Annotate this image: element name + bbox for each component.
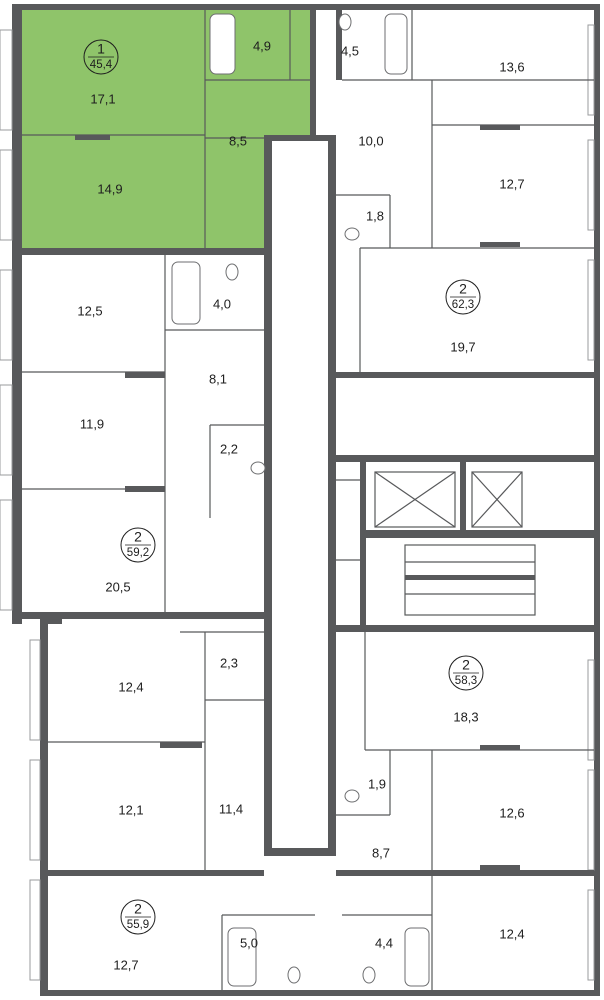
room-area-label: 4,9: [253, 38, 271, 53]
partitions: [22, 10, 594, 990]
apartment-total-area: 62,3: [452, 299, 474, 311]
apartment-total-area: 58,3: [455, 675, 477, 687]
apartment-badge[interactable]: 258,3: [448, 655, 484, 691]
apartment-total-area: 45,4: [90, 59, 113, 71]
toilet: [344, 227, 360, 241]
apartment-room-count: 2: [134, 529, 142, 545]
room-area-label: 12,1: [118, 802, 143, 817]
elevator-core: [374, 471, 536, 616]
room-area-label: 12,6: [499, 805, 524, 820]
room-labels: 17,1 4,9 8,5 14,9 4,5 13,6 10,0 12,7 1,8 19,7 12,5…: [77, 38, 524, 972]
room-area-label: 17,1: [90, 91, 115, 106]
toilet: [250, 461, 266, 475]
room-area-label: 8,5: [229, 133, 247, 148]
bathtub: [404, 927, 430, 987]
apartment-room-count: 2: [134, 901, 142, 917]
room-area-label: 12,7: [499, 176, 524, 191]
room-area-label: 11,9: [80, 416, 104, 431]
room-area-label: 20,5: [105, 579, 130, 594]
room-area-label: 8,7: [372, 845, 390, 860]
room-area-label: 4,4: [375, 935, 393, 950]
apartment-total-area: 59,2: [127, 547, 149, 559]
room-area-label: 19,7: [450, 339, 475, 354]
toilet: [362, 966, 376, 984]
room-area-label: 1,8: [366, 208, 384, 223]
room-area-label: 1,9: [368, 776, 386, 791]
room-area-label: 12,7: [113, 957, 138, 972]
fixtures: [171, 13, 430, 987]
toilet: [338, 13, 352, 31]
interior-walls: [12, 10, 594, 876]
badge-circle: [120, 899, 156, 935]
apartment-badge[interactable]: 255,9: [120, 899, 156, 935]
room-area-label: 4,0: [213, 296, 231, 311]
room-area-label: 12,4: [118, 679, 143, 694]
bathtub: [171, 261, 201, 325]
room-area-label: 11,4: [219, 801, 243, 816]
apartment-total-area: 55,9: [127, 919, 149, 931]
room-area-label: 2,3: [220, 655, 238, 670]
toilet: [225, 263, 239, 281]
toilet: [344, 789, 360, 803]
bathtub: [209, 13, 236, 75]
room-area-label: 2,2: [220, 441, 238, 456]
badge-circle: [448, 655, 484, 691]
room-area-label: 10,0: [358, 133, 383, 148]
apartment-room-count: 2: [459, 281, 467, 297]
room-area-label: 12,5: [77, 303, 102, 318]
badge-circle: [83, 39, 119, 75]
apartment-room-count: 1: [97, 41, 105, 57]
room-area-label: 5,0: [240, 935, 258, 950]
bathtub: [227, 927, 257, 987]
badge-circle: [445, 279, 481, 315]
room-area-label: 14,9: [97, 181, 122, 196]
toilet: [287, 966, 301, 984]
outer-walls: [12, 4, 600, 996]
windows: [0, 24, 595, 981]
elevator-1: [374, 471, 456, 528]
highlight-area: [22, 10, 310, 248]
room-area-label: 18,3: [453, 709, 478, 724]
room-area-label: 8,1: [209, 371, 227, 386]
apartment-badge[interactable]: 259,2: [120, 527, 156, 563]
elevator-2: [471, 471, 523, 528]
bathtub: [384, 13, 408, 75]
staircase: [404, 544, 536, 616]
room-area-label: 13,6: [499, 59, 524, 74]
apartment-badge[interactable]: 262,3: [445, 279, 481, 315]
apartment-badge[interactable]: 145,4: [83, 39, 119, 75]
room-area-label: 4,5: [341, 43, 359, 58]
room-area-label: 12,4: [499, 926, 524, 941]
badge-circle: [120, 527, 156, 563]
apartment-room-count: 2: [462, 657, 470, 673]
